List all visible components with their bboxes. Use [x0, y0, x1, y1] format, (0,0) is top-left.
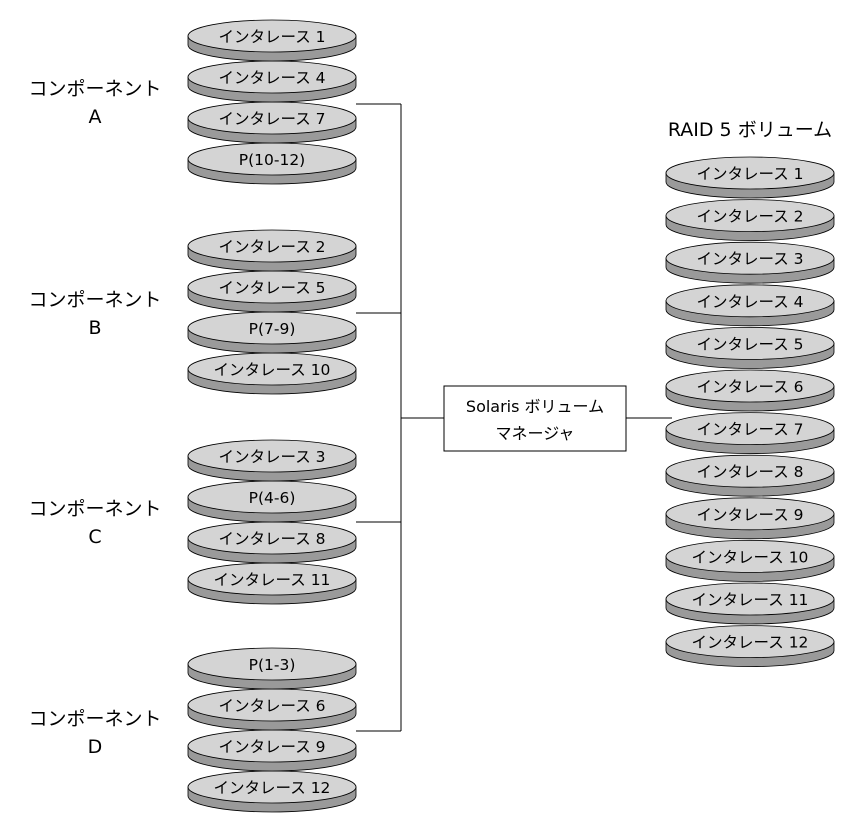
component-c-disk-1-label: インタレース 3	[218, 448, 325, 466]
raid5-disk-7: インタレース 7	[665, 412, 835, 454]
raid5-disk-9-label: インタレース 9	[696, 506, 803, 524]
component-a-disk-1-label: インタレース 1	[218, 28, 325, 46]
raid5-disk-10-label: インタレース 10	[692, 548, 809, 566]
raid5-disk-2-top	[665, 199, 835, 233]
raid5-disk-12-label: インタレース 12	[692, 634, 809, 652]
raid5-disk-3-label: インタレース 3	[696, 250, 803, 268]
component-a-disk-4-label: P(10-12)	[239, 151, 305, 169]
raid5-disk-5-top	[665, 326, 835, 360]
component-c-label-line2: C	[88, 526, 101, 548]
raid5-volume-stack: インタレース 12 インタレース 11 インタレース 10 インタレース 9 インタレー…	[665, 156, 835, 667]
raid5-disk-4-label: インタレース 4	[696, 293, 803, 311]
raid5-disk-1: インタレース 1	[665, 156, 835, 199]
raid5-disk-11-top	[665, 582, 835, 616]
raid5-disk-8-top	[665, 454, 835, 488]
raid5-disk-1-top	[665, 156, 835, 190]
component-a-disk-3: インタレース 7	[187, 101, 357, 144]
component-a-disk-4: P(10-12)	[187, 142, 357, 185]
raid5-disk-3-top	[665, 241, 835, 275]
raid5-disk-6: インタレース 6	[665, 369, 835, 412]
component-b-disk-4-label: インタレース 10	[214, 361, 331, 379]
raid5-disk-4: インタレース 4	[665, 284, 835, 327]
component-b-label-line1: コンポーネント	[28, 289, 161, 311]
component-d-disk-1-label: P(1-3)	[249, 656, 296, 674]
component-c-disk-3: インタレース 8	[187, 521, 357, 564]
component-b-disk-1-top	[187, 229, 357, 263]
component-d-disk-4-label: インタレース 12	[214, 779, 331, 797]
component-b-label-line2: B	[88, 317, 101, 339]
component-d-disk-1-top	[187, 647, 357, 681]
raid5-disk-10: インタレース 10	[665, 540, 835, 582]
connector-lines	[356, 103, 672, 732]
raid5-disk-11: インタレース 11	[665, 582, 835, 625]
component-a-disk-3-label: インタレース 7	[218, 110, 325, 128]
component-a-disk-2-label: インタレース 4	[218, 69, 325, 87]
raid5-disk-7-top	[665, 412, 835, 446]
raid5-disk-11-label: インタレース 11	[692, 591, 809, 609]
component-a-disk-2: インタレース 4	[187, 60, 357, 103]
component-b-disk-1-label: インタレース 2	[218, 238, 325, 256]
component-b-disk-3: P(7-9)	[187, 311, 357, 354]
component-c-disk-2: P(4-6)	[187, 480, 357, 523]
component-d-label-line1: コンポーネント	[28, 708, 161, 730]
component-b-disk-2: インタレース 5	[187, 270, 357, 313]
volume-manager-box: Solaris ボリューム マネージャ	[443, 385, 627, 452]
raid5-disk-2-label: インタレース 2	[696, 208, 803, 226]
component-d-disk-4: インタレース 12	[187, 770, 357, 813]
component-a-disk-1-top	[187, 19, 357, 53]
component-c-disk-4-label: インタレース 11	[214, 571, 331, 589]
component-d-disk-3: インタレース 9	[187, 729, 357, 772]
raid5-disk-8: インタレース 8	[665, 454, 835, 497]
raid5-volume-title: RAID 5 ボリューム	[668, 119, 832, 141]
raid5-disk-4-top	[665, 284, 835, 318]
raid5-disk-12-top	[665, 625, 835, 658]
raid5-disk-2: インタレース 2	[665, 199, 835, 241]
component-c-disk-1: インタレース 3	[187, 439, 357, 482]
raid5-disk-3: インタレース 3	[665, 241, 835, 284]
component-b-disk-4: インタレース 10	[187, 352, 357, 395]
component-c-disk-4: インタレース 11	[187, 562, 357, 605]
component-d-disk-2: インタレース 6	[187, 688, 357, 731]
raid5-disk-6-label: インタレース 6	[696, 378, 803, 396]
component-a-label-line2: A	[89, 106, 102, 128]
component-d-disk-2-label: インタレース 6	[218, 697, 325, 715]
volume-manager-frame	[443, 385, 627, 452]
component-b-disk-1: インタレース 2	[187, 229, 357, 272]
raid5-disk-8-label: インタレース 8	[696, 463, 803, 481]
volume-manager-line2: マネージャ	[496, 424, 575, 443]
component-c-disk-2-label: P(4-6)	[249, 489, 296, 507]
volume-manager-line1: Solaris ボリューム	[466, 397, 604, 416]
raid5-disk-1-label: インタレース 1	[696, 165, 803, 183]
component-d-disk-1: P(1-3)	[187, 647, 357, 690]
component-c-label-line1: コンポーネント	[28, 498, 161, 520]
component-c-disk-3-label: インタレース 8	[218, 530, 325, 548]
raid5-disk-12: インタレース 12	[665, 625, 835, 667]
component-d-label-line2: D	[88, 736, 103, 758]
raid5-disk-9: インタレース 9	[665, 497, 835, 540]
component-a-disk-1: インタレース 1	[187, 19, 357, 62]
raid5-disk-9-top	[665, 497, 835, 531]
raid5-disk-7-label: インタレース 7	[696, 421, 803, 439]
raid5-disk-10-top	[665, 540, 835, 573]
component-c-disk-1-top	[187, 439, 357, 473]
component-a-label-line1: コンポーネント	[28, 78, 161, 100]
raid5-disk-5-label: インタレース 5	[696, 335, 803, 353]
component-b-disk-2-label: インタレース 5	[218, 279, 325, 297]
raid5-disk-6-top	[665, 369, 835, 403]
component-stacks: P(10-12) インタレース 7 インタレース 4 インタレース 1 インタレース 1…	[187, 19, 357, 813]
raid5-disk-5: インタレース 5	[665, 326, 835, 369]
component-d-disk-3-label: インタレース 9	[218, 738, 325, 756]
component-b-disk-3-label: P(7-9)	[249, 320, 296, 338]
